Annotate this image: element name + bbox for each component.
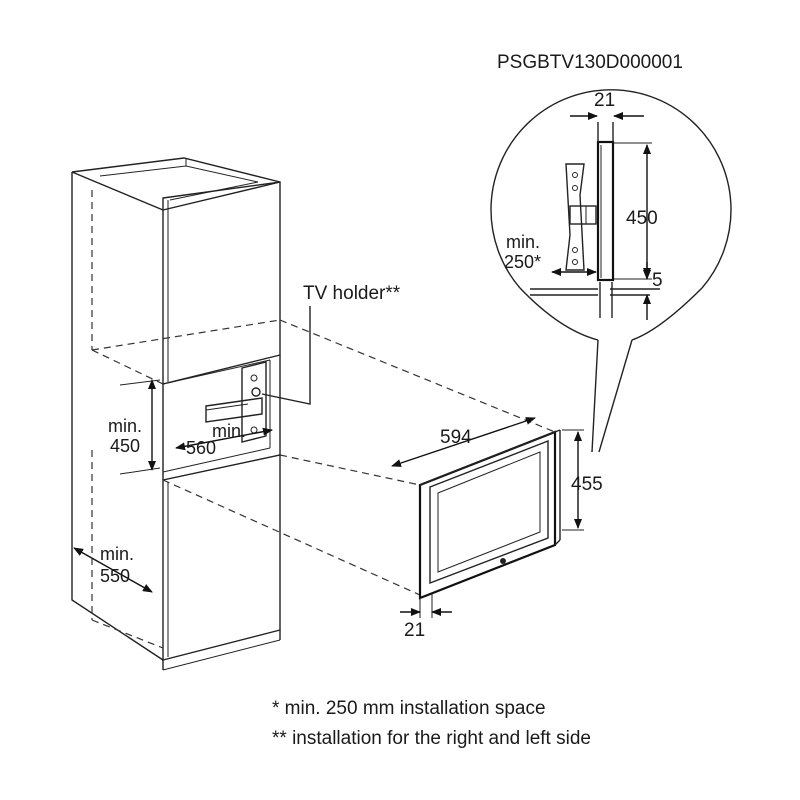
footnote-2: ** installation for the right and left s…: [272, 728, 591, 749]
model-code: PSGBTV130D000001: [497, 52, 683, 73]
tv-height-value: 455: [571, 474, 603, 495]
footnote-1: * min. 250 mm installation space: [272, 698, 546, 719]
detail-top-value: 21: [594, 90, 615, 111]
tv-depth-value: 21: [404, 620, 425, 641]
detail-space-value: 250*: [504, 252, 541, 272]
detail-gap-value: 5: [652, 270, 663, 291]
tv-width-value: 594: [440, 427, 472, 448]
detail-space-min: min.: [506, 232, 540, 252]
detail-height-value: 450: [626, 208, 658, 229]
cabinet-depth-value: 550: [100, 566, 130, 586]
niche-height-value: 450: [110, 436, 140, 456]
tv-unit: [418, 429, 561, 600]
tv-holder-label: TV holder**: [303, 283, 401, 304]
cabinet-depth-min: min.: [100, 544, 134, 564]
niche-height-min: min.: [108, 416, 142, 436]
niche-width-value: 560: [186, 438, 216, 458]
niche-width-min: min.: [212, 421, 246, 441]
cabinet: [71, 157, 281, 671]
detail-circle: [490, 89, 732, 453]
